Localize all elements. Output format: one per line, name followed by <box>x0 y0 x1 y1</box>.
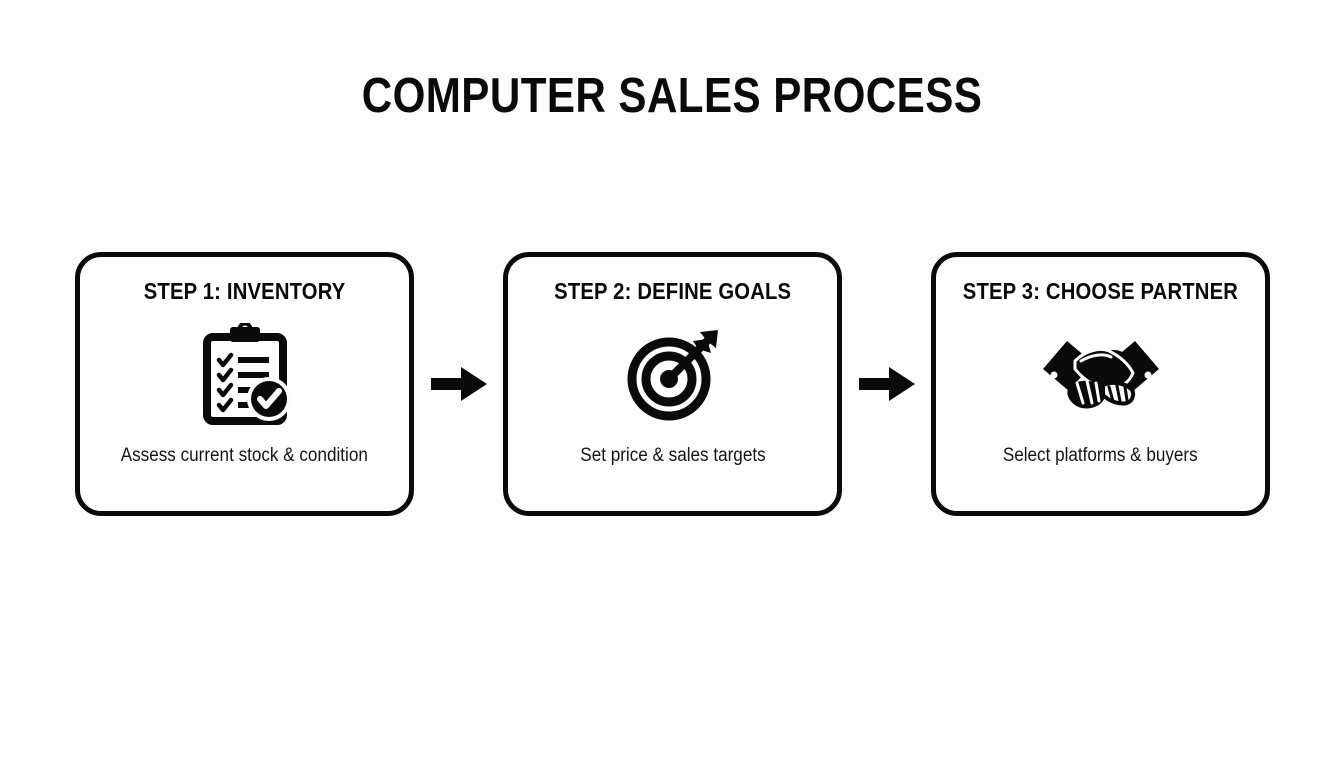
step-card-1[interactable]: STEP 1: INVENTORY <box>75 252 414 516</box>
step-2-description: Set price & sales targets <box>579 445 766 467</box>
clipboard-checklist-icon <box>90 304 399 446</box>
target-bullseye-arrow-icon <box>518 304 827 446</box>
right-arrow-icon <box>858 367 915 401</box>
step-3-description: Select platforms & buyers <box>1003 445 1198 467</box>
arrow-connector-2 <box>858 366 915 402</box>
page-title: COMPUTER SALES PROCESS <box>361 69 983 123</box>
step-card-2[interactable]: STEP 2: DEFINE GOALS Set price & sales t… <box>503 252 842 516</box>
step-2-title: STEP 2: DEFINE GOALS <box>553 278 792 304</box>
right-arrow-icon <box>430 367 487 401</box>
arrow-connector-1 <box>430 366 487 402</box>
step-3-title: STEP 3: CHOOSE PARTNER <box>962 278 1239 304</box>
step-1-title: STEP 1: INVENTORY <box>143 278 346 304</box>
handshake-icon <box>946 304 1255 446</box>
step-1-description: Assess current stock & condition <box>120 445 369 467</box>
step-card-3[interactable]: STEP 3: CHOOSE PARTNER <box>931 252 1270 516</box>
process-flow: STEP 1: INVENTORY <box>75 252 1270 516</box>
